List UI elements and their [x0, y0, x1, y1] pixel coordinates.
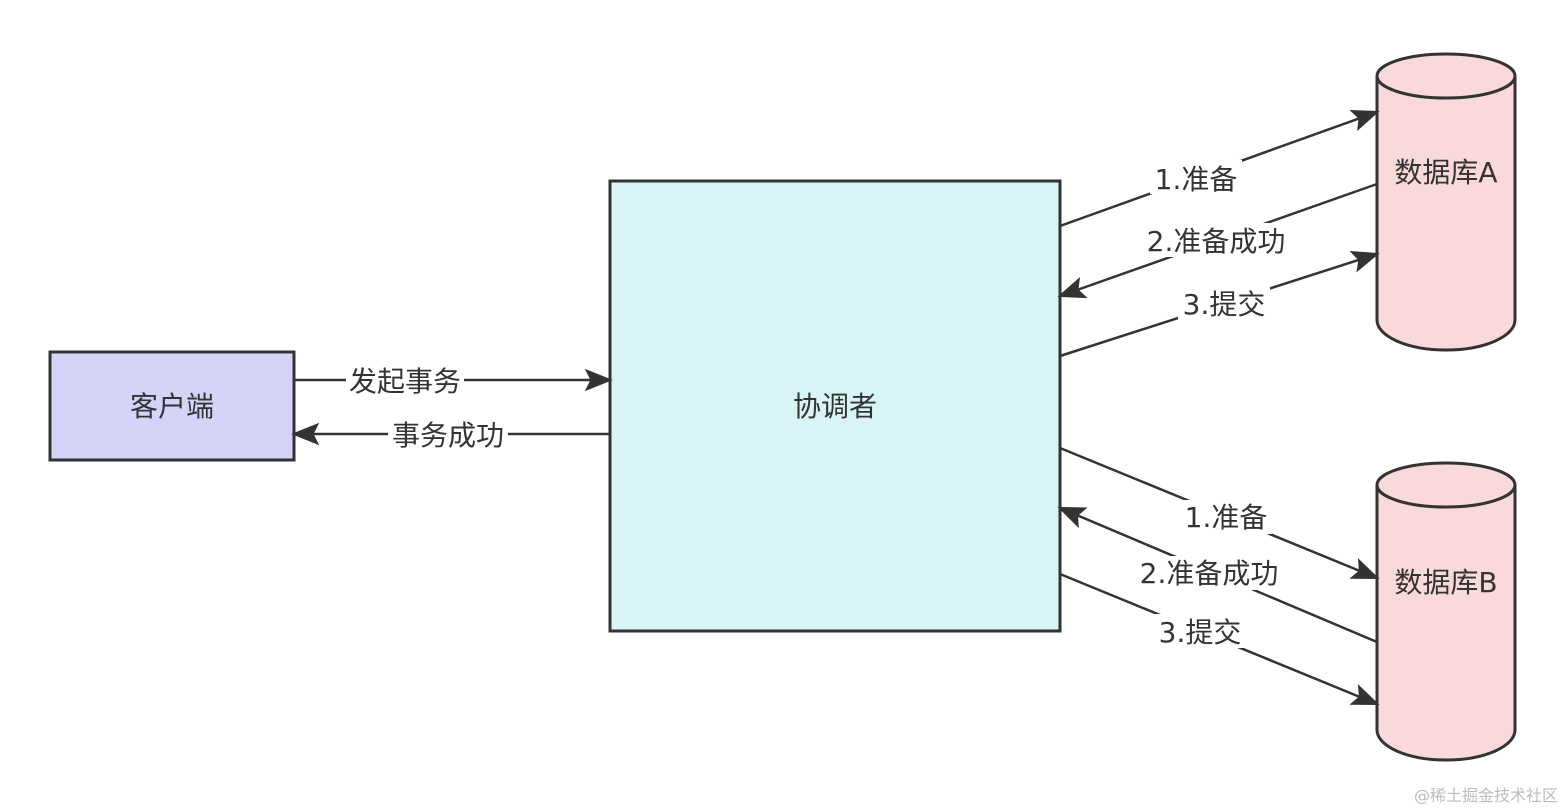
edge-label-start-transaction: 发起事务 [349, 365, 461, 398]
coordinator-node: 协调者 [608, 179, 1062, 633]
edge-label-a-prepare: 1.准备 [1155, 163, 1238, 196]
edge-a-prepare-success: 2.准备成功 [1057, 182, 1378, 299]
edge-a-prepare: 1.准备 [1059, 109, 1380, 228]
watermark: @稀土掘金技术社区 [1413, 786, 1558, 805]
database-b-label: 数据库B [1394, 566, 1497, 599]
edge-label-b-prepare-success: 2.准备成功 [1140, 557, 1279, 590]
edge-label-a-commit: 3.提交 [1183, 288, 1266, 321]
edge-label-a-prepare-success: 2.准备成功 [1147, 225, 1286, 258]
coordinator-label: 协调者 [793, 390, 877, 423]
edge-label-b-commit: 3.提交 [1159, 616, 1242, 649]
edge-start-transaction: 发起事务 [294, 362, 613, 398]
edge-b-prepare: 1.准备 [1059, 446, 1380, 580]
edge-label-b-prepare: 1.准备 [1185, 501, 1268, 534]
client-label: 客户端 [130, 390, 214, 423]
edge-b-commit: 3.提交 [1059, 572, 1380, 706]
edge-a-commit: 3.提交 [1059, 251, 1380, 358]
edge-transaction-success: 事务成功 [291, 417, 610, 452]
client-node: 客户端 [48, 350, 296, 462]
database-b-node: 数据库B [1375, 461, 1517, 762]
database-a-node: 数据库A [1375, 52, 1517, 352]
edge-b-prepare-success: 2.准备成功 [1057, 506, 1378, 644]
edge-label-transaction-success: 事务成功 [392, 419, 504, 452]
database-a-label: 数据库A [1394, 156, 1497, 189]
